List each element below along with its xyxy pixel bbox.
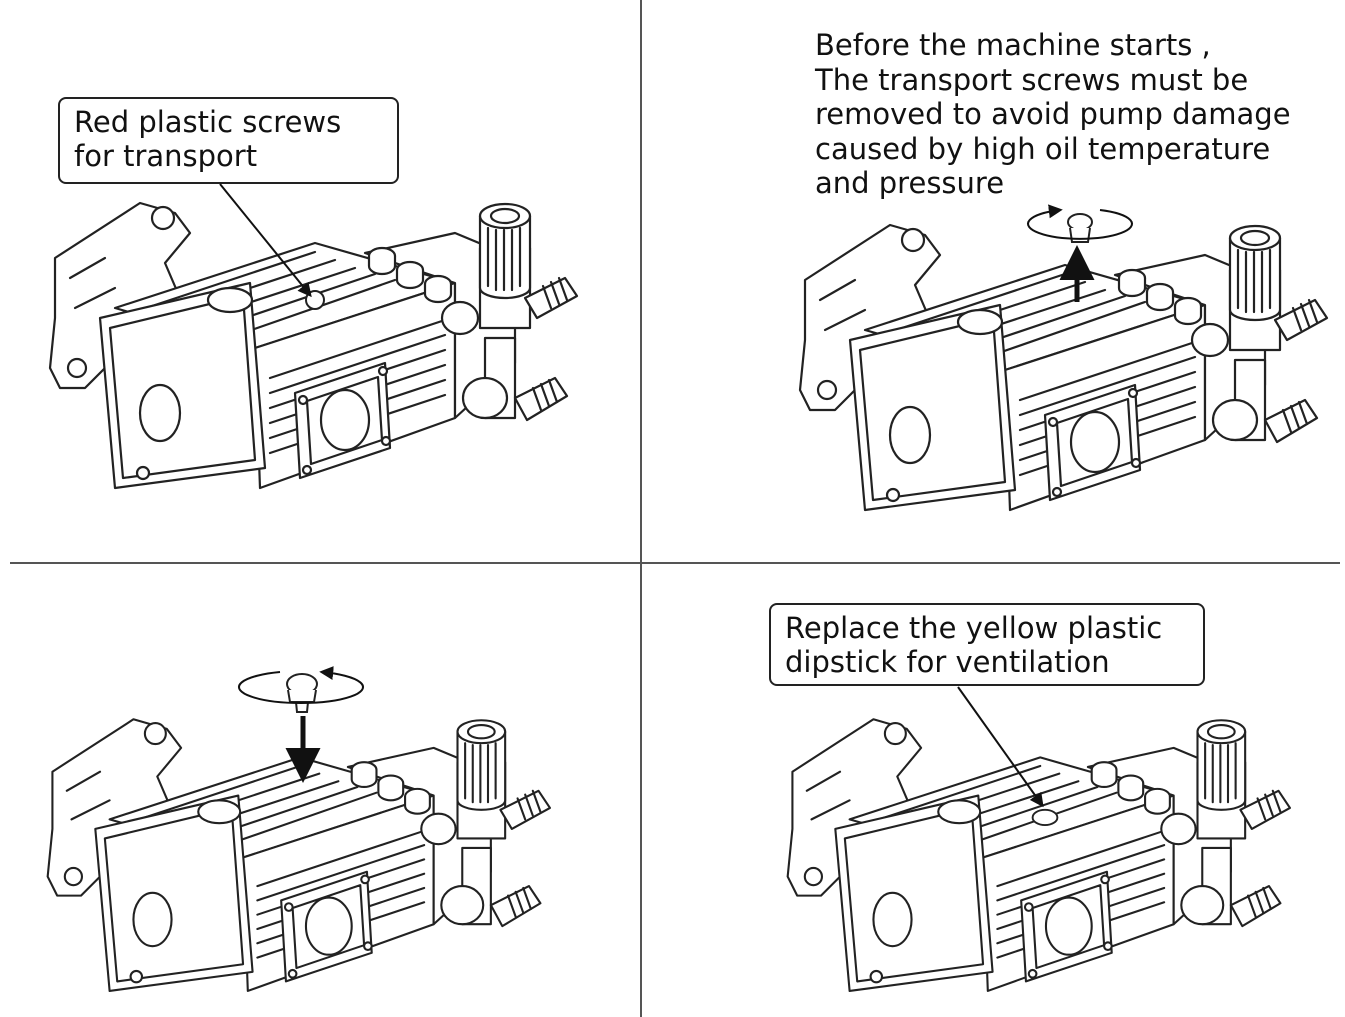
pump-illustration-bottom-right: [786, 718, 1292, 992]
panel-divider-vertical: [640, 0, 642, 1017]
dipstick: [1031, 808, 1059, 827]
note-transport-screws-warning: Before the machine starts , The transpor…: [815, 28, 1291, 200]
callout-yellow-dipstick: Replace the yellow plastic dipstick for …: [769, 603, 1205, 686]
pump-illustration-bottom-left: [46, 718, 552, 992]
transport-screw: [305, 290, 325, 310]
callout-red-plastic-screws: Red plastic screws for transport: [58, 97, 399, 184]
pump-illustration-top-right: [798, 223, 1329, 512]
pump-illustration-top-left: [48, 201, 579, 490]
rotation-arrow-bottom-left: [238, 666, 364, 705]
panel-divider-horizontal: [10, 562, 1340, 564]
